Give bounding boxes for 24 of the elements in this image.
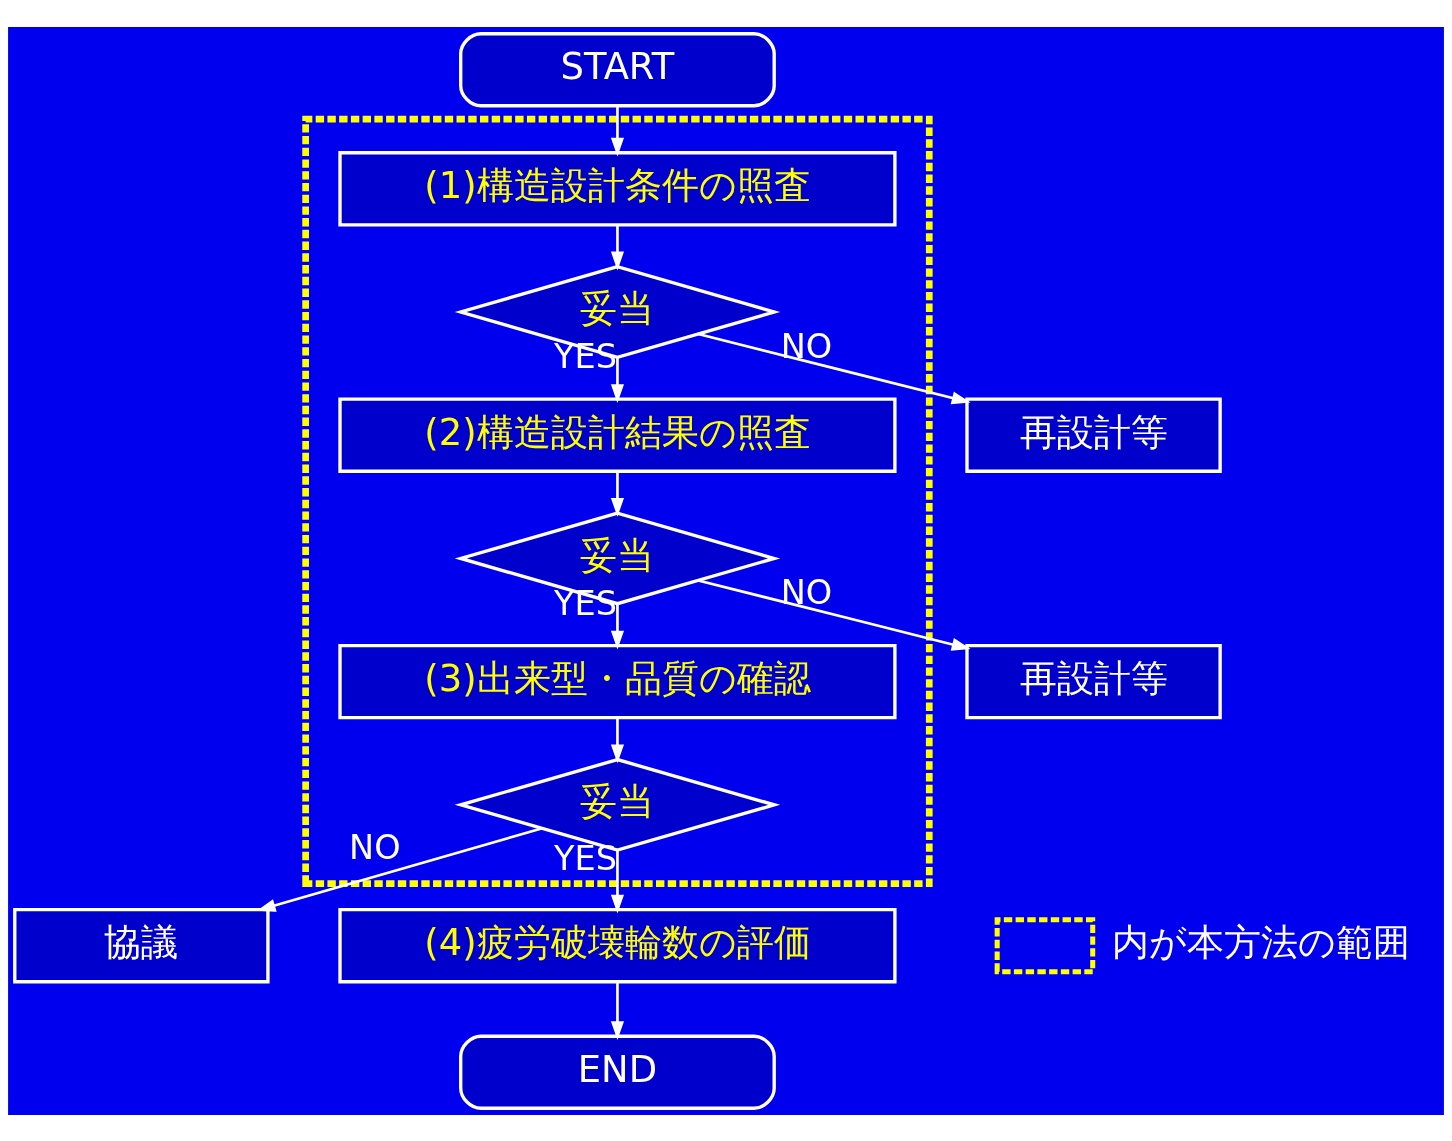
arrow [610,224,625,270]
node-box: 再設計等 [965,397,1222,473]
node-box: (3)出来型・品質の確認 [338,643,897,719]
arrow [610,603,625,649]
arrow [610,357,625,403]
node-box: (4)疲労破壊輪数の評価 [338,907,897,983]
node-box: 再設計等 [965,643,1222,719]
node-box: 協議 [13,907,270,983]
node-box: (1)構造設計条件の照査 [338,150,897,226]
arrow [610,471,625,517]
edge-label: NO [780,572,833,612]
legend-label: 内が本方法の範囲 [1112,920,1410,964]
arrow [697,578,971,651]
arrow [610,981,625,1040]
arrow [610,105,625,156]
edge-label: NO [780,326,833,366]
arrow [610,850,625,913]
cluster [302,115,933,887]
arrow [697,332,971,404]
node-box: START [459,31,776,107]
node-box: (2)構造設計結果の照査 [338,397,897,473]
node-box: END [459,1034,776,1110]
arrow [610,717,625,763]
edge-label: NO [349,827,401,867]
